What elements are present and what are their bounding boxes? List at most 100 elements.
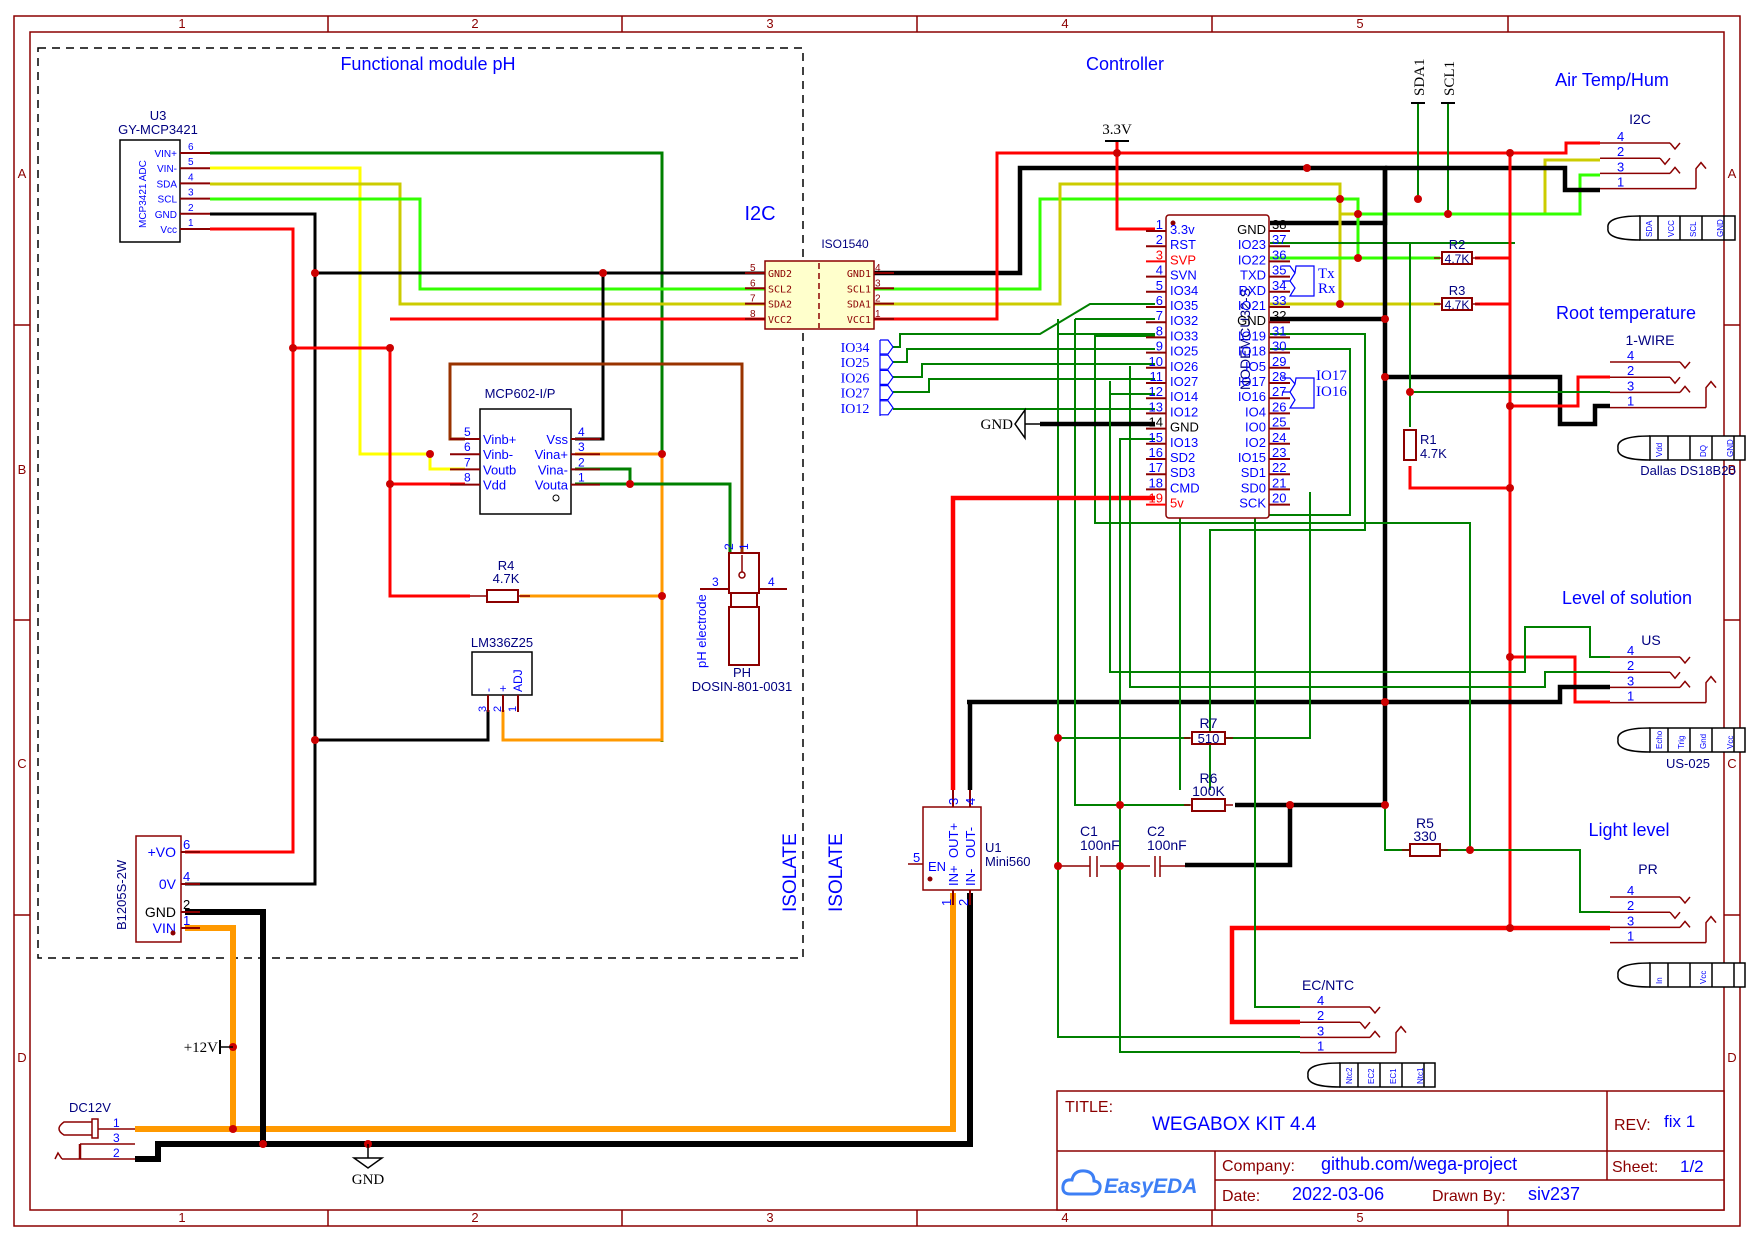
mcp602-pin-name: Vss: [546, 432, 568, 447]
u1-pin-num: 3: [946, 798, 961, 805]
u3-mcp3421[interactable]: U3 GY-MCP3421 MCP3421 ADC 6VIN+5VIN-4SDA…: [118, 108, 210, 243]
u3-pin-name: SDA: [156, 179, 177, 190]
b1205-pin-name: +VO: [148, 844, 177, 860]
plug-tip: [1307, 1062, 1341, 1088]
easyeda-logo: EasyEDA: [1061, 1169, 1197, 1198]
r4-resistor[interactable]: R4 4.7K: [470, 558, 530, 603]
rev-label: REV:: [1614, 1117, 1651, 1134]
b1205-body: [135, 835, 182, 943]
lm336-body: [471, 651, 533, 696]
col-label: 3: [766, 16, 773, 31]
wire-r7-right: [1225, 492, 1311, 739]
nodemcu-pin-name: SD2: [1170, 450, 1195, 465]
iso-pin-num: 1: [875, 309, 881, 320]
nodemcu-pin-name: IO33: [1170, 328, 1198, 343]
wire-ec-vcc: [1229, 925, 1510, 1025]
connector-caption: Dallas DS18B20: [1640, 463, 1735, 478]
plug-body: [1339, 1062, 1436, 1088]
b1205-pin-name: GND: [145, 904, 176, 920]
r7-ref: R7: [1200, 715, 1218, 731]
wire-gnd-vss: [575, 273, 605, 441]
iso-part: ISO1540: [821, 237, 869, 251]
drawn-label: Drawn By:: [1432, 1188, 1506, 1205]
u3-pin-num: 5: [188, 157, 194, 168]
connector-pin-num: 4: [1617, 129, 1624, 144]
nodemcu-pin-name: IO26: [1170, 359, 1198, 374]
ph-electrode[interactable]: 2 1 3 4 pH electrode PH DOSIN-801-0031: [692, 543, 792, 694]
wire-io25: [893, 348, 1155, 363]
r1-ref: R1: [1420, 432, 1437, 447]
nodemcu-pin-name: IO16: [1238, 389, 1266, 404]
mcp602-pin-num: 2: [578, 455, 585, 469]
region-air: Air Temp/Hum: [1555, 70, 1669, 90]
r5-value: 330: [1413, 828, 1437, 844]
connector-pin-num: 3: [1627, 913, 1634, 928]
nodemcu-pin-num: 11: [1150, 369, 1164, 384]
iso1540[interactable]: ISO1540 5GND26SCL27SDA28VCC24GND13SCL12S…: [745, 237, 894, 330]
r2-resistor[interactable]: R24.7K: [1434, 237, 1480, 266]
nodemcu-pin-num: 16: [1149, 445, 1163, 460]
col-label: 4: [1061, 16, 1068, 31]
sheet-frame: [13, 15, 1741, 1227]
iso-pin-num: 7: [750, 294, 756, 305]
col-label: 4: [1061, 1210, 1068, 1225]
connector-caption: US-025: [1666, 756, 1710, 771]
bus-port-label: IO34: [841, 341, 870, 356]
nodemcu-pin-name: IO35: [1170, 298, 1198, 313]
bus-port-label: IO26: [841, 371, 870, 386]
nodemcu-pin-name: IO25: [1170, 344, 1198, 359]
iso-pin-name: SCL2: [768, 284, 792, 295]
connector-pin-num: 2: [1627, 898, 1634, 913]
connector-title: PR: [1638, 861, 1657, 877]
connector-pin-num: 1: [1627, 689, 1634, 704]
connector-pin-num: 4: [1317, 993, 1324, 1008]
nodemcu-pin-num: 24: [1272, 430, 1286, 445]
nodemcu-pin-num: 17: [1149, 460, 1163, 475]
region-ph-module: Functional module pH: [340, 54, 515, 74]
col-label: 5: [1356, 1210, 1363, 1225]
wire-ec-ntc2: [1254, 513, 1300, 1008]
nodemcu-pin-num: 20: [1272, 491, 1286, 506]
title-block: TITLE: WEGABOX KIT 4.4 REV: fix 1 Compan…: [1056, 1090, 1725, 1211]
r4-ref: R4: [498, 558, 515, 573]
dc12v-jack[interactable]: DC12V 1 3 2: [54, 1100, 135, 1160]
plug-pin-label: DQ: [1699, 445, 1708, 457]
c1-capacitor[interactable]: C1 100nF: [1080, 823, 1120, 877]
u3-pin-name: VIN-: [157, 164, 177, 175]
u3-part: GY-MCP3421: [118, 122, 198, 137]
net-3v3: 3.3V: [1102, 122, 1132, 142]
nodemcu-pin-name: IO27: [1170, 374, 1198, 389]
nodemcu-pin-num: 22: [1272, 460, 1286, 475]
lm336[interactable]: LM336Z25 - + ADJ 3 2 1: [471, 635, 533, 712]
connector-pin-num: 3: [1617, 159, 1624, 174]
r3-resistor[interactable]: R34.7K: [1434, 283, 1480, 312]
nodemcu-pin-num: 7: [1156, 308, 1163, 323]
junctions: [229, 149, 1514, 1148]
bus-port: [880, 354, 894, 370]
wire-c2-gnd: [1185, 805, 1293, 868]
c2-capacitor[interactable]: C2 100nF: [1147, 823, 1187, 877]
u3-pin-num: 6: [188, 142, 194, 153]
gnd-symbol-bottom: GND: [351, 1144, 384, 1188]
iso-pin-name: SCL1: [847, 284, 871, 295]
bus-port: [880, 339, 894, 355]
r1-resistor[interactable]: R14.7K: [1403, 429, 1447, 461]
u3-body-label: MCP3421 ADC: [138, 160, 149, 228]
u1-mini560[interactable]: 3 4 5 1 2 OUT+ OUT- EN IN+ IN- U1 Mini56…: [908, 790, 1031, 906]
lm336-part: LM336Z25: [471, 635, 533, 650]
b1205-pin-name: VIN: [153, 920, 176, 936]
b1205-pin-name: 0V: [159, 876, 177, 892]
row-label: C: [1727, 756, 1736, 771]
nodemcu-pin-name: IO34: [1170, 283, 1198, 298]
